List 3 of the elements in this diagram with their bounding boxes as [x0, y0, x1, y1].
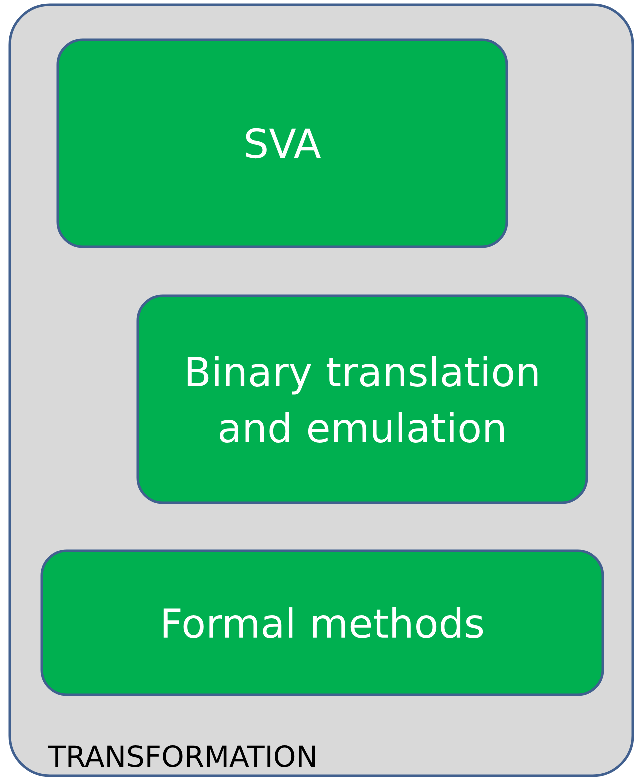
process-box: Binary translation and emulation	[136, 294, 588, 504]
process-box: SVA	[56, 38, 508, 248]
process-box: Formal methods	[40, 550, 604, 696]
